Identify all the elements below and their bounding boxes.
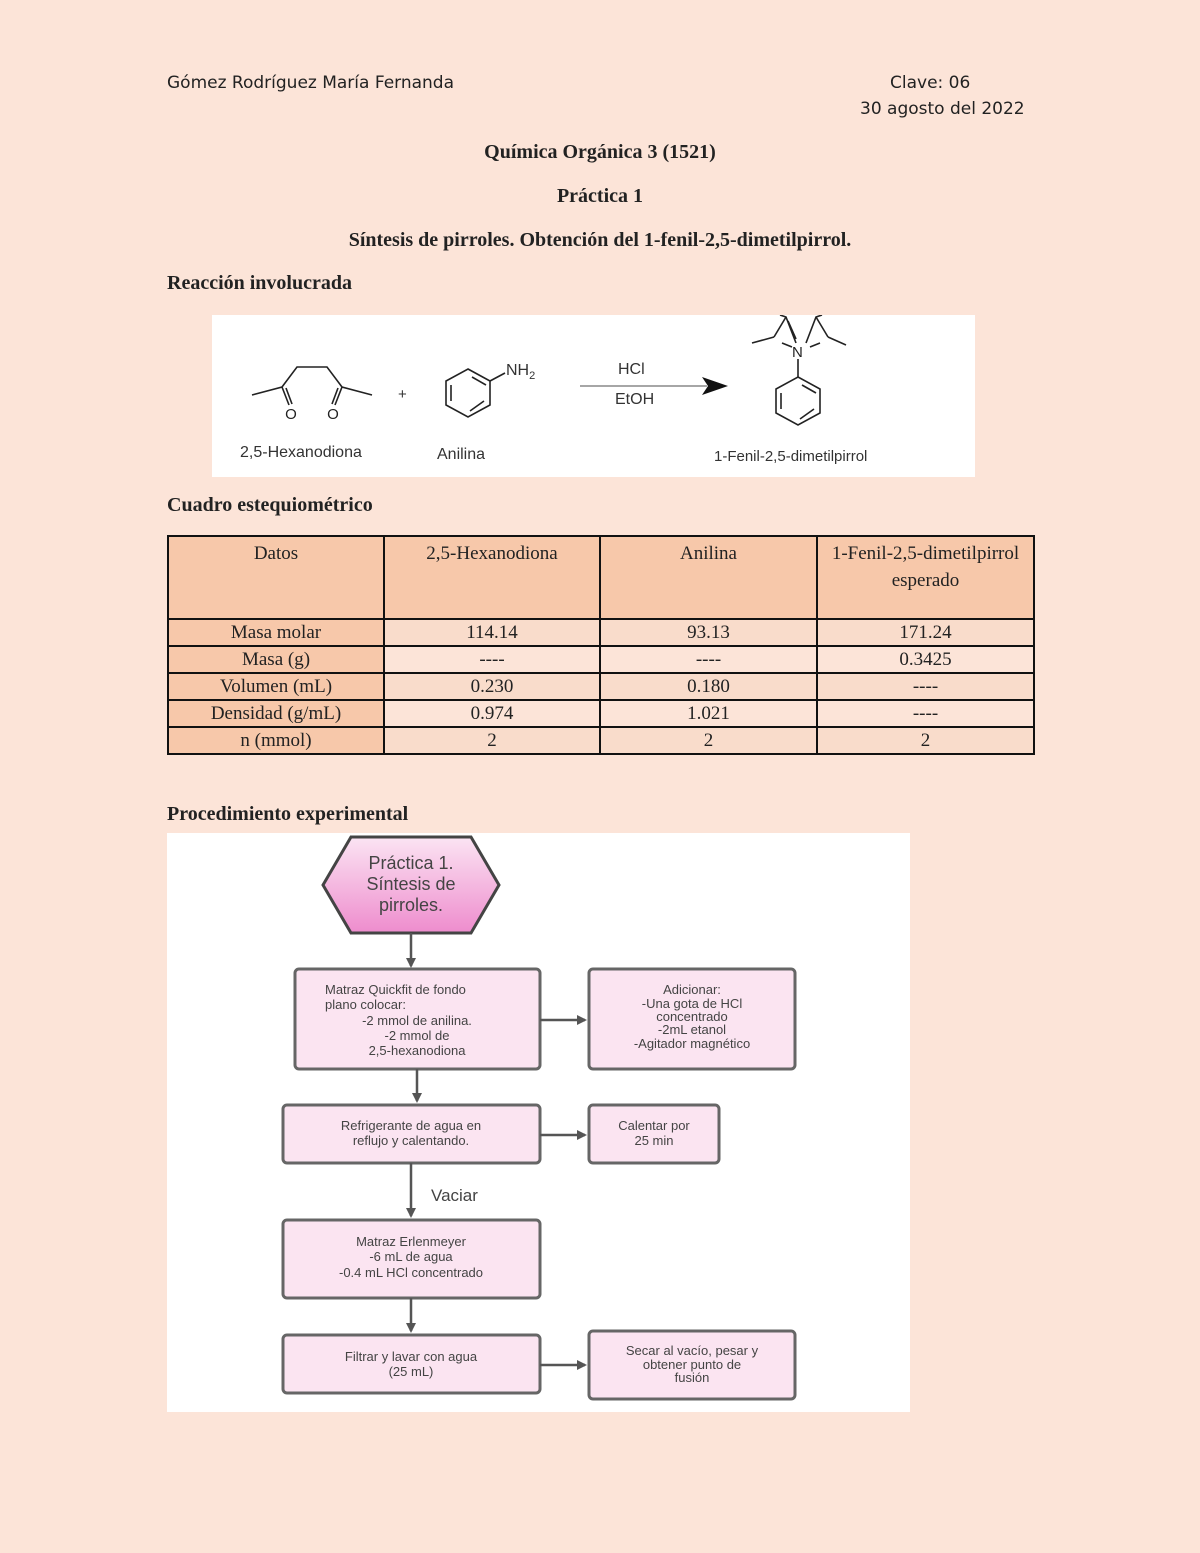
step2-line: reflujo y calentando. (353, 1133, 469, 1148)
row-label: Masa (g) (167, 645, 385, 674)
header-cell: 1-Fenil-2,5-dimetilpirrol esperado (816, 535, 1035, 620)
table-cell: 1.021 (599, 699, 818, 728)
reaction-arrow-head (702, 377, 728, 395)
step1-line: 2,5-hexanodiona (369, 1043, 467, 1058)
nitrogen-label: N (792, 344, 803, 361)
step1-line: -2 mmol de anilina. (362, 1013, 472, 1028)
oxygen-label-1: O (285, 406, 297, 423)
section-reaction: Reacción involucrada (167, 272, 352, 294)
step1-line: Matraz Quickfit de fondo (325, 982, 466, 997)
start-line: Práctica 1. (368, 853, 453, 873)
table-row: Densidad (g/mL) 0.974 1.021 ---- (167, 699, 1035, 728)
table-cell: 0.230 (383, 672, 601, 701)
step1-side-line: Adicionar: (663, 982, 721, 997)
vaciar-label: Vaciar (431, 1186, 478, 1205)
step4-side-box (587, 1329, 797, 1401)
reaction-scheme: O O 2,5-Hexanodiona + NH2 Anilina HCl Et… (212, 315, 975, 477)
section-procedure: Procedimiento experimental (167, 803, 409, 825)
product-label: 1-Fenil-2,5-dimetilpirrol (714, 448, 867, 465)
table-row: n (mmol) 2 2 2 (167, 726, 1035, 755)
aniline-structure (445, 368, 506, 418)
table-cell: 93.13 (599, 618, 818, 647)
table-cell: ---- (816, 672, 1035, 701)
hexanedione-structure (251, 366, 373, 406)
step1-side-line: concentrado (656, 1009, 728, 1024)
conditions-top: HCl (618, 361, 645, 378)
stoichiometric-table: Datos 2,5-Hexanodiona Anilina 1-Fenil-2,… (167, 535, 1035, 755)
clave-label: Clave: 06 (890, 73, 971, 93)
step1-side-line: -Una gota de HCl (642, 996, 743, 1011)
subject-title: Síntesis de pirroles. Obtención del 1-fe… (348, 229, 852, 251)
table-cell: 0.180 (599, 672, 818, 701)
oxygen-label-2: O (327, 406, 339, 423)
header-cell: Datos (167, 535, 385, 620)
step4-side-line: obtener punto de (643, 1357, 741, 1372)
table-cell: ---- (383, 645, 601, 674)
reagent2-label: Anilina (437, 446, 485, 463)
step2-side-line: Calentar por (618, 1118, 690, 1133)
step1-side-line: -Agitador magnético (634, 1036, 750, 1051)
section-stoich: Cuadro estequiométrico (167, 494, 373, 516)
header-cell: Anilina (599, 535, 818, 620)
row-label: Densidad (g/mL) (167, 699, 385, 728)
table-cell: 114.14 (383, 618, 601, 647)
table-cell: ---- (816, 699, 1035, 728)
step4-side-line: fusión (675, 1370, 710, 1385)
course-title: Química Orgánica 3 (1521) (484, 141, 716, 163)
start-hexagon (321, 835, 501, 935)
step2-side-line: 25 min (634, 1133, 673, 1148)
practice-title: Práctica 1 (556, 185, 644, 207)
reagent1-label: 2,5-Hexanodiona (240, 444, 362, 461)
header-cell: 2,5-Hexanodiona (383, 535, 601, 620)
table-row: Masa (g) ---- ---- 0.3425 (167, 645, 1035, 674)
conditions-bottom: EtOH (615, 391, 654, 408)
table-cell: 2 (816, 726, 1035, 755)
author-name: Gómez Rodríguez María Fernanda (167, 73, 455, 93)
table-cell: ---- (599, 645, 818, 674)
step1-line: -2 mmol de (384, 1028, 449, 1043)
step4-line: (25 mL) (389, 1364, 434, 1379)
table-cell: 171.24 (816, 618, 1035, 647)
amine-label: NH2 (506, 362, 535, 382)
start-line: Síntesis de (366, 874, 455, 894)
table-cell: 0.3425 (816, 645, 1035, 674)
step1-side-box (587, 967, 797, 1071)
step3-line: -6 mL de agua (369, 1249, 453, 1264)
step4-side-line: Secar al vacío, pesar y (626, 1343, 759, 1358)
table-row: Masa molar 114.14 93.13 171.24 (167, 618, 1035, 647)
start-line: pirroles. (379, 895, 443, 915)
pyrrole-structure (751, 315, 847, 426)
step4-line: Filtrar y lavar con agua (345, 1349, 478, 1364)
date-label: 30 agosto del 2022 (860, 99, 1025, 119)
table-cell: 2 (599, 726, 818, 755)
step2-side-box (587, 1103, 721, 1165)
step1-side-line: -2mL etanol (658, 1022, 726, 1037)
table-row: Volumen (mL) 0.230 0.180 ---- (167, 672, 1035, 701)
table-header-row: Datos 2,5-Hexanodiona Anilina 1-Fenil-2,… (167, 535, 1035, 620)
step3-line: Matraz Erlenmeyer (356, 1234, 466, 1249)
plus-sign: + (398, 386, 407, 403)
step3-line: -0.4 mL HCl concentrado (339, 1265, 483, 1280)
table-cell: 0.974 (383, 699, 601, 728)
step2-line: Refrigerante de agua en (341, 1118, 481, 1133)
procedure-flowchart: Práctica 1. Síntesis de pirroles. Matraz… (167, 833, 910, 1412)
row-label: Masa molar (167, 618, 385, 647)
table-cell: 2 (383, 726, 601, 755)
step1-line: plano colocar: (325, 997, 406, 1012)
row-label: Volumen (mL) (167, 672, 385, 701)
row-label: n (mmol) (167, 726, 385, 755)
